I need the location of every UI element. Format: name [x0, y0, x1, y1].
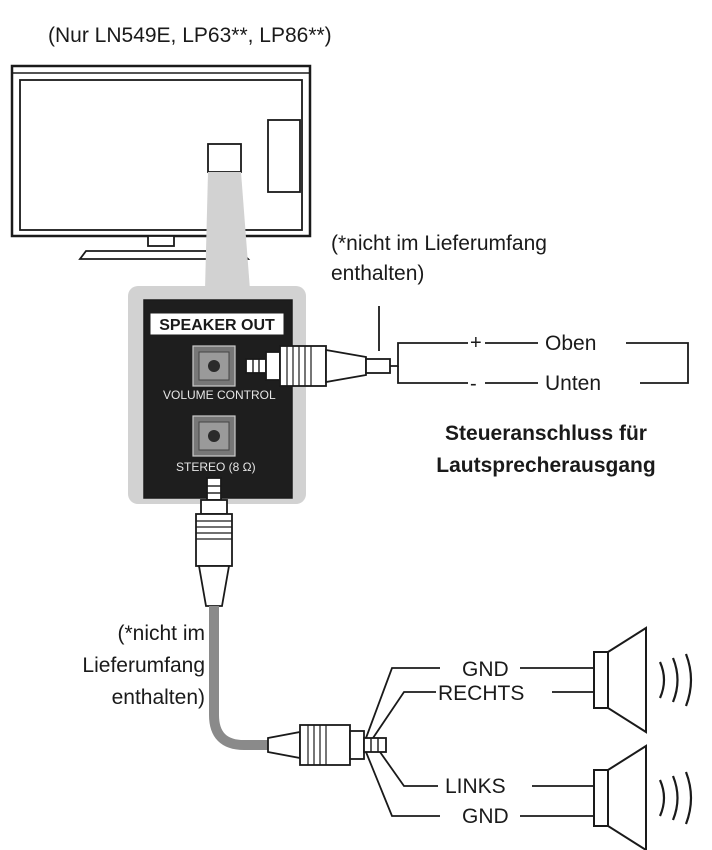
- control-cable-note-line1: (*nicht im Lieferumfang: [331, 232, 547, 255]
- left-speaker-icon: [593, 744, 647, 850]
- caption-line2: Lautsprecherausgang: [436, 454, 655, 477]
- wire-leaders: [365, 667, 440, 817]
- right-label: RECHTS: [438, 682, 524, 705]
- left-label: LINKS: [445, 775, 506, 798]
- stereo-cable-note-line1: (*nicht im: [117, 622, 205, 645]
- speaker-wires: [520, 667, 594, 817]
- stereo-cable-plug: [195, 477, 233, 607]
- stereo-cable: [209, 606, 270, 750]
- tv-speaker-port: [207, 143, 242, 173]
- control-loop-wire: [626, 342, 689, 384]
- tv-rear-terminal: [267, 119, 301, 193]
- speaker-cable-plug: [267, 724, 387, 766]
- volume-control-label: VOLUME CONTROL: [163, 388, 276, 402]
- caption-line1: Steueranschluss für: [445, 422, 647, 445]
- panel-title: SPEAKER OUT: [159, 317, 275, 334]
- stereo-label: STEREO (8 Ω): [176, 460, 256, 474]
- left-sound-waves-icon: [658, 771, 693, 825]
- plus-sign: +: [470, 332, 482, 354]
- top-label: Oben: [545, 332, 596, 355]
- bottom-label: Unten: [545, 372, 601, 395]
- right-speaker-icon: [593, 626, 647, 734]
- gnd-top-label: GND: [462, 658, 509, 681]
- stereo-cable-note-line2: Lieferumfang: [82, 654, 205, 677]
- volume-control-socket: [208, 360, 220, 372]
- control-cable-plug: [245, 306, 468, 387]
- right-sound-waves-icon: [658, 653, 693, 707]
- tv-screen: [19, 79, 303, 231]
- minus-sign: -: [470, 373, 477, 395]
- tv-illustration: [10, 64, 312, 260]
- tv-stand-neck: [147, 235, 175, 247]
- speaker-out-panel: SPEAKER OUT VOLUME CONTROL STEREO (8 Ω): [128, 286, 306, 504]
- callout-column: [222, 172, 238, 292]
- gnd-bottom-label: GND: [462, 805, 509, 828]
- stereo-socket: [208, 430, 220, 442]
- model-note: (Nur LN549E, LP63**, LP86**): [48, 24, 332, 47]
- stereo-cable-note-line3: enthalten): [112, 686, 205, 709]
- panel-title-tab: [149, 312, 285, 336]
- control-cable-note-line2: enthalten): [331, 262, 424, 285]
